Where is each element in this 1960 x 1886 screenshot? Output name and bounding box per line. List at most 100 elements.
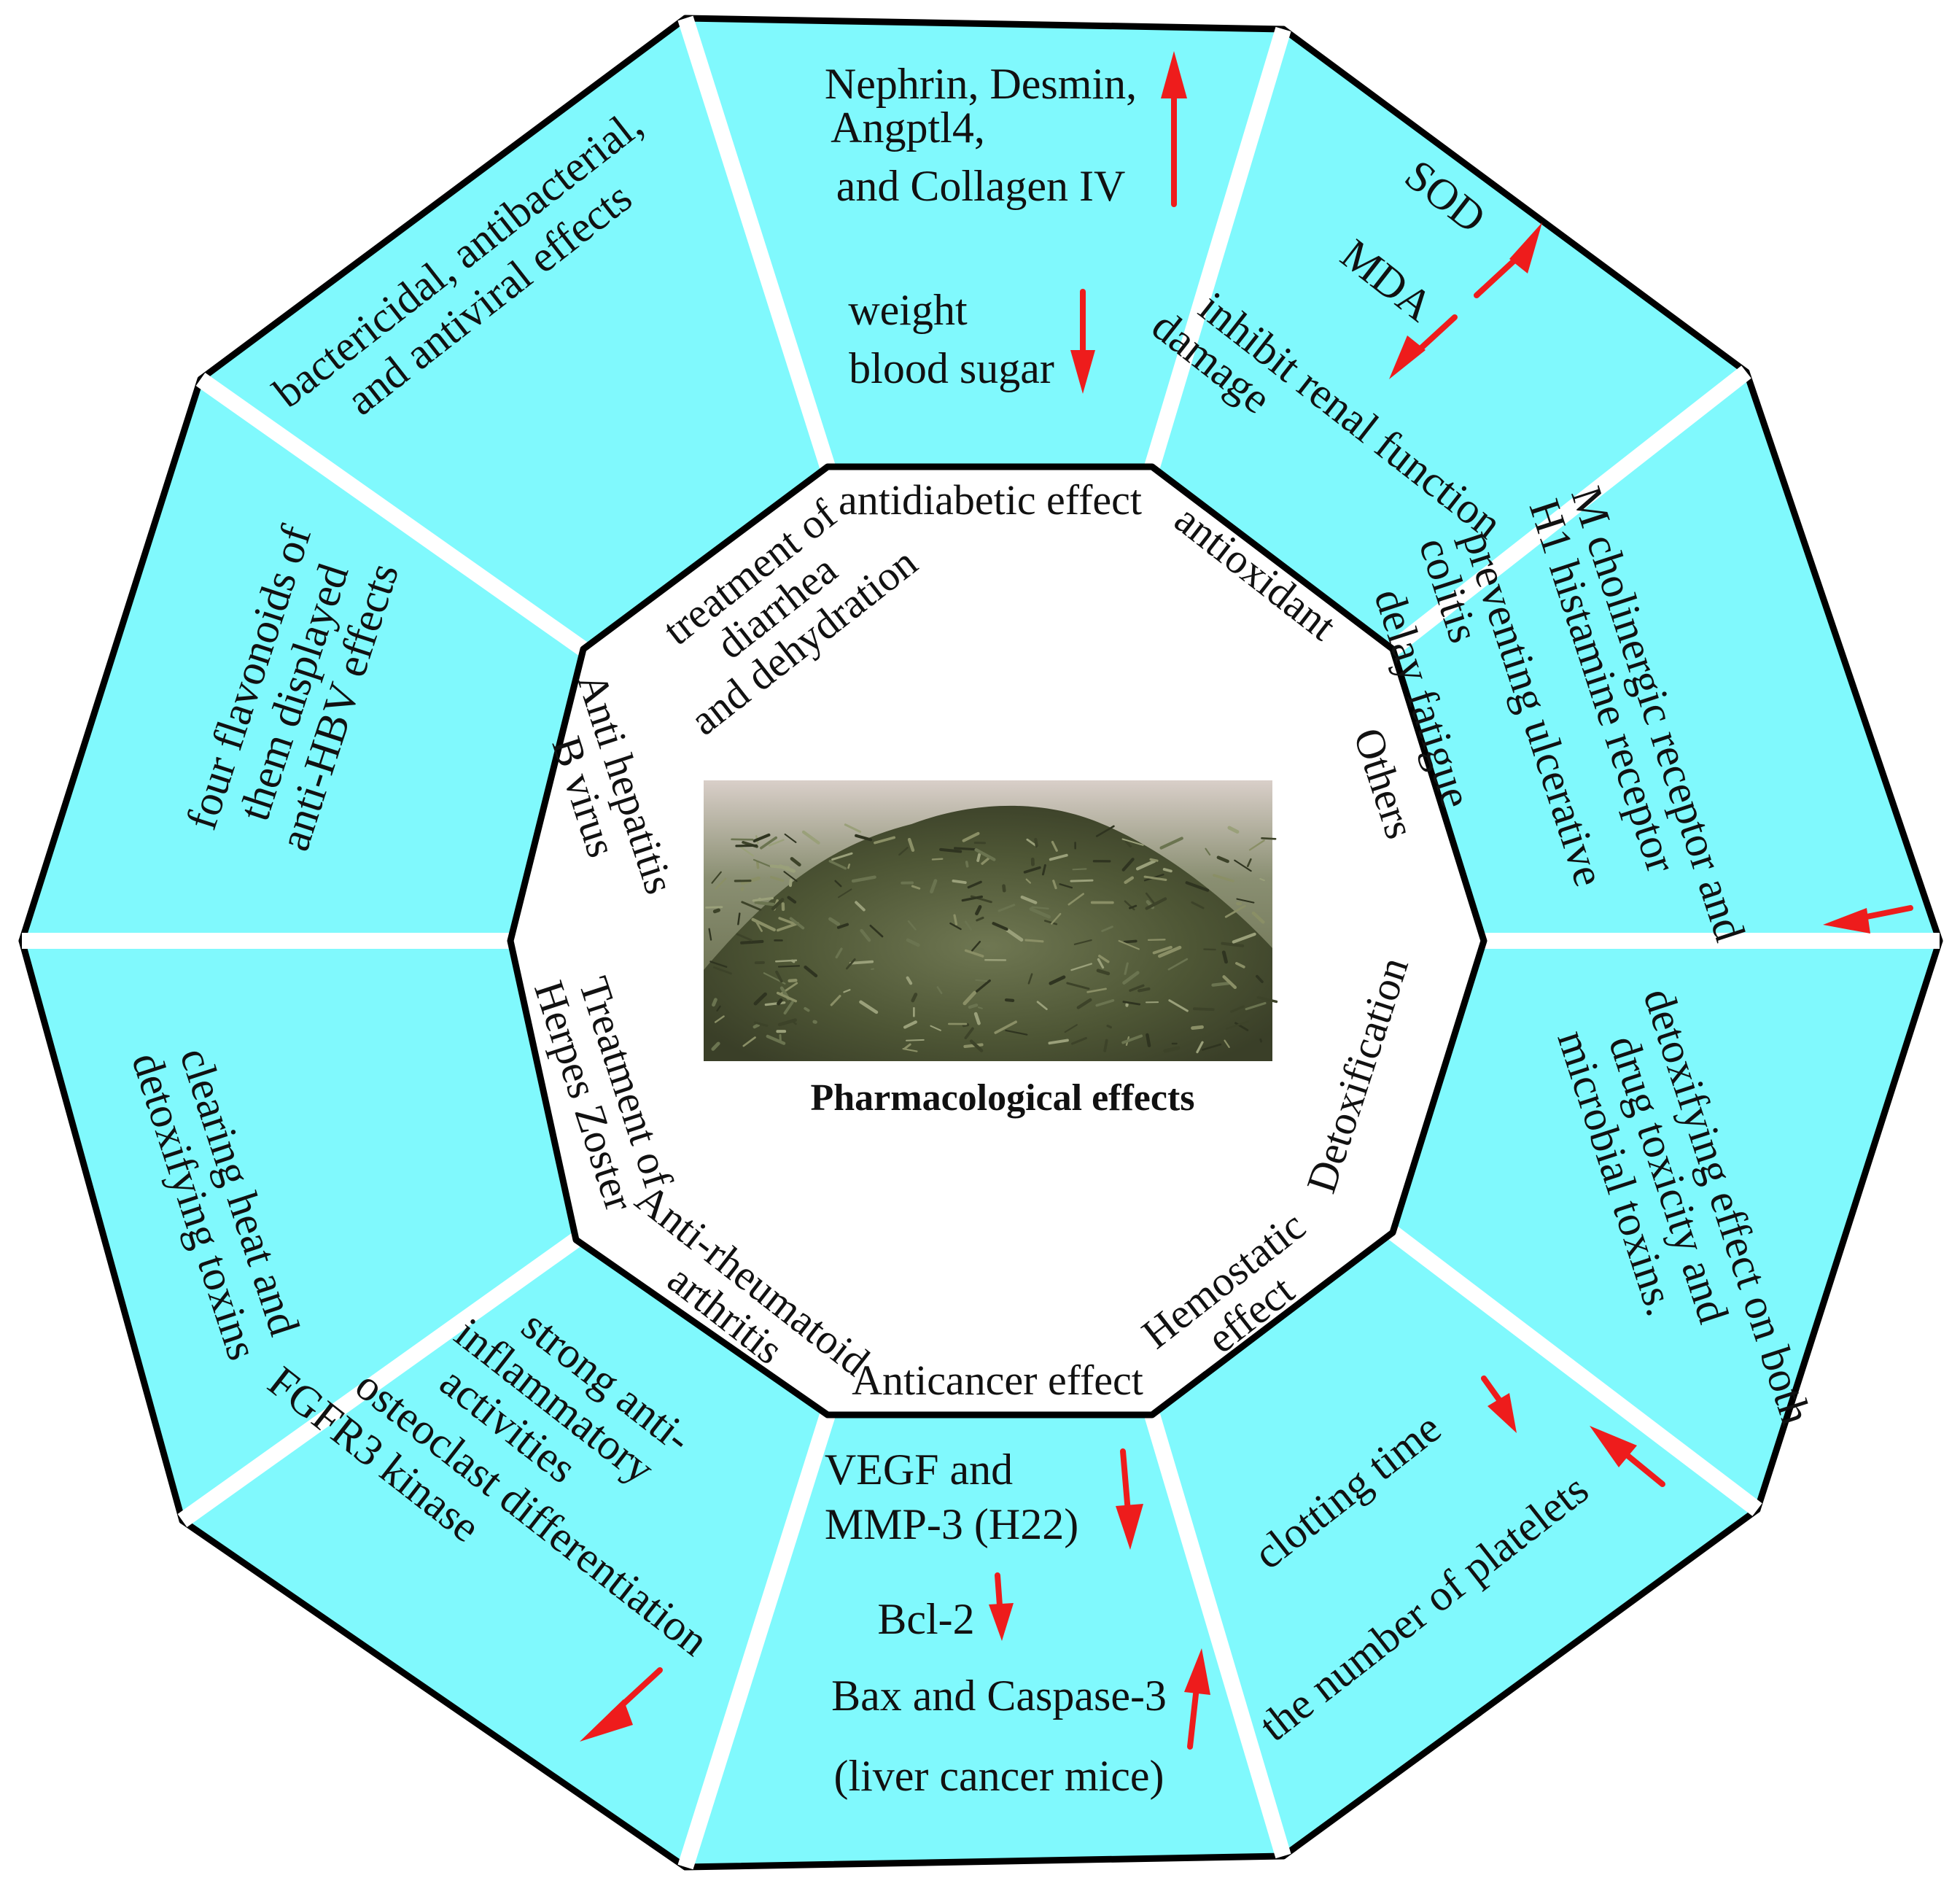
anticancer-line2: MMP-3 (H22): [825, 1500, 1078, 1548]
herb-twig: [1225, 1020, 1250, 1030]
herb-twig: [1095, 825, 1115, 837]
herb-twig: [769, 839, 785, 847]
herb-twig: [962, 990, 977, 1006]
herb-twig: [1168, 999, 1189, 1012]
herb-twig: [709, 961, 728, 968]
herb-twig: [1216, 855, 1229, 864]
segment-herpes: [22, 941, 576, 1521]
herb-twig: [784, 833, 797, 843]
herb-twig: [1121, 858, 1135, 872]
herb-twig: [973, 1012, 981, 1025]
herb-twig: [911, 993, 918, 1003]
herb-twig: [752, 1023, 761, 1029]
herb-twig: [954, 847, 977, 851]
herb-twig: [961, 895, 984, 902]
herb-twig: [1029, 907, 1051, 919]
herb-twig: [787, 896, 797, 904]
herb-twig: [964, 949, 984, 958]
herb-twig: [835, 947, 843, 959]
herb-twig: [760, 836, 778, 850]
down-arrow-head: [1116, 1504, 1143, 1550]
herb-twig: [1006, 928, 1024, 942]
herb-twig: [843, 989, 851, 993]
herb-twig: [712, 998, 718, 1007]
herb-twig: [783, 871, 798, 882]
herb-twig: [1146, 1033, 1151, 1047]
herb-twig: [1086, 987, 1107, 993]
herb-twig: [930, 879, 938, 894]
herb-twig: [755, 920, 763, 932]
herb-twig: [931, 858, 944, 861]
herb-twig: [752, 896, 774, 902]
herb-twig: [907, 920, 917, 931]
herb-twig: [754, 901, 775, 907]
herb-twig: [1202, 1043, 1222, 1051]
herb-twig: [1048, 1039, 1069, 1045]
herb-twig: [1261, 837, 1277, 840]
segment-hepatitis: [22, 379, 583, 941]
herb-twig: [783, 1001, 794, 1015]
center-caption: Pharmacological effects: [810, 1077, 1194, 1119]
trend-arrows: [580, 51, 1913, 1750]
anticancer-line3: Bcl-2: [877, 1595, 974, 1643]
herb-twig: [1068, 893, 1084, 906]
herb-twig: [1073, 939, 1092, 945]
herb-twig: [1070, 879, 1094, 882]
segment-antidiabetic: [685, 18, 1283, 467]
herb-twig: [714, 1015, 725, 1023]
herb-twig: [836, 923, 849, 929]
down-arrow-head: [1070, 350, 1095, 394]
antidiabetic-line1: Nephrin, Desmin,: [825, 60, 1137, 108]
up-arrow-head: [1161, 51, 1187, 98]
herb-twig: [1185, 881, 1210, 892]
up-arrow-head: [1184, 1648, 1210, 1695]
herb-twig: [1205, 847, 1211, 856]
herb-twig: [769, 875, 785, 882]
segment-others: [1393, 372, 1940, 941]
herb-twig: [1064, 1024, 1078, 1033]
herb-twig: [1049, 853, 1068, 861]
herb-twig: [804, 1006, 810, 1012]
up-arrow-head: [1509, 222, 1542, 273]
herb-twig: [764, 1001, 786, 1006]
herb-twig: [1005, 1029, 1028, 1036]
herb-twig: [775, 959, 798, 963]
herb-twig: [804, 965, 818, 978]
herb-twig: [1129, 984, 1145, 992]
herb-twig: [771, 898, 785, 911]
herb-twig: [1096, 969, 1111, 976]
herb-twig: [1070, 963, 1093, 971]
herb-twig: [1034, 837, 1038, 848]
herb-twig: [1106, 1025, 1112, 1029]
herb-twig: [751, 917, 776, 932]
herb-twig: [1230, 1005, 1245, 1013]
herb-twig: [845, 958, 856, 970]
herb-twig: [1157, 945, 1182, 958]
herb-twig: [828, 917, 841, 926]
herb-twig: [1227, 826, 1240, 834]
herb-twig: [740, 939, 764, 944]
herb-twig: [769, 864, 790, 869]
herb-twig: [1143, 875, 1167, 881]
herb-twig: [735, 844, 758, 847]
antidiabetic-line2: Angptl4,: [831, 104, 985, 152]
herb-photo: [704, 780, 1278, 1061]
herb-twig: [1020, 895, 1038, 904]
herb-twig: [963, 1043, 984, 1049]
herb-twig: [898, 847, 909, 856]
up-arrow-head: [1590, 1426, 1637, 1467]
segment-hemostatic: [1152, 1233, 1757, 1856]
segment-rheumatoid: [182, 1240, 828, 1867]
herb-twig: [753, 992, 767, 1006]
herb-twig: [1259, 877, 1265, 882]
herb-twig: [777, 998, 783, 1006]
herb-twig: [788, 978, 798, 983]
herb-twig: [911, 885, 921, 890]
herb-twig: [1050, 912, 1062, 925]
herb-twig: [1138, 987, 1151, 993]
herb-twig: [855, 901, 866, 912]
herb-twig: [907, 837, 915, 853]
herb-twig: [1191, 901, 1205, 909]
herb-twig: [1124, 876, 1135, 885]
